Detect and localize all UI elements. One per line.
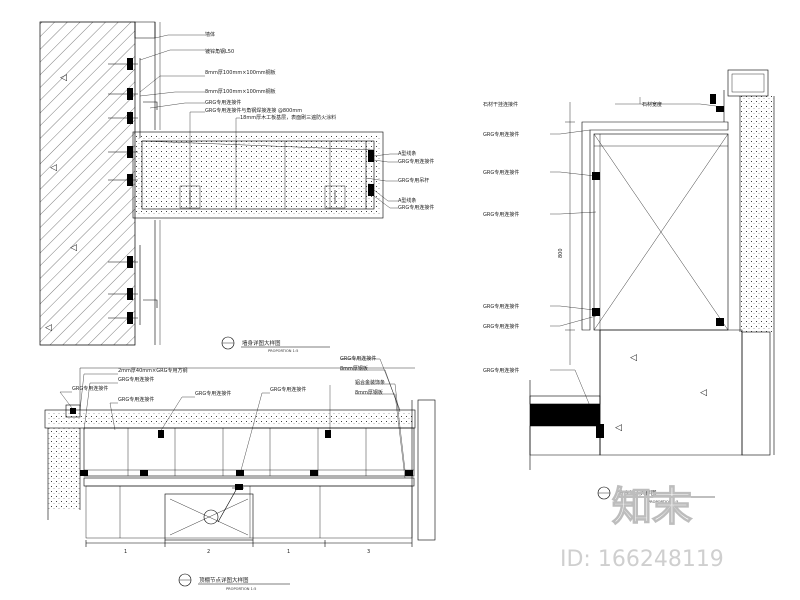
label-a-10: A型线条 bbox=[398, 197, 416, 204]
label-a-9: GRG专用吊杆 bbox=[398, 177, 429, 184]
dim-b-3: 3 bbox=[367, 549, 370, 555]
detail-b-drawing bbox=[44, 367, 436, 587]
detail-b-annotations: 2mm厚40mm×GRG专用方钢 GRG专用连接件 GRG专用连接件 GRG专用… bbox=[72, 355, 385, 591]
svg-text:◁: ◁ bbox=[615, 423, 622, 433]
detail-b-hangers bbox=[80, 430, 413, 476]
dim-b-0: 1 bbox=[124, 549, 127, 555]
detail-b-scale: PROPORTION 1:5 bbox=[226, 587, 256, 591]
dim-c-side: 800 bbox=[558, 248, 564, 258]
watermark-id: ID: 166248119 bbox=[560, 547, 724, 572]
svg-text:◁: ◁ bbox=[45, 323, 52, 333]
label-c-2: GRG专用连接件 bbox=[483, 169, 519, 176]
label-c-5: GRG专用连接件 bbox=[483, 323, 519, 330]
label-c-3: GRG专用连接件 bbox=[483, 211, 519, 218]
detail-a-title bbox=[221, 336, 330, 350]
detail-c-title bbox=[597, 486, 715, 500]
detail-b-dimension-line bbox=[85, 540, 413, 547]
watermark-brand: 知末 bbox=[612, 484, 692, 530]
label-b-4: GRG专用连接件 bbox=[270, 386, 306, 393]
label-b-2: GRG专用连接件 bbox=[72, 385, 108, 392]
annotation-leaders bbox=[59, 34, 717, 479]
label-a-11: GRG专用连接件 bbox=[398, 204, 434, 211]
label-a-2: 8mm厚100mm×100mm钢板 bbox=[205, 69, 276, 76]
label-a-1: 镀锌角钢L50 bbox=[205, 48, 234, 55]
detail-b-title bbox=[178, 573, 290, 587]
label-c-4: GRG专用连接件 bbox=[483, 303, 519, 310]
detail-c-title-text: 墙身节点大样图 bbox=[618, 489, 657, 497]
label-c-1: GRG专用连接件 bbox=[483, 131, 519, 138]
dim-c-top: 石材宽度 bbox=[642, 101, 662, 108]
label-a-4: GRG专用连接件 bbox=[205, 99, 241, 106]
label-b-6: GRG专用连接件 bbox=[340, 355, 376, 362]
dim-b-1: 2 bbox=[207, 549, 210, 555]
label-b-3: GRG专用连接件 bbox=[195, 390, 231, 397]
detail-c-scale: PROPORTION 1:5 bbox=[648, 500, 678, 504]
svg-text:◁: ◁ bbox=[700, 388, 707, 398]
label-b-9: 8mm厚钢板 bbox=[355, 389, 383, 396]
label-c-6: GRG专用连接件 bbox=[483, 367, 519, 374]
detail-c-annotations: 石材干挂连接件 GRG专用连接件 GRG专用连接件 GRG专用连接件 GRG专用… bbox=[483, 101, 678, 504]
label-b-7: 8mm厚钢板 bbox=[340, 365, 368, 372]
detail-a-scale: PROPORTION 1:5 bbox=[268, 349, 298, 353]
label-b-1: GRG专用连接件 bbox=[118, 376, 154, 383]
label-a-0: 墙体 bbox=[205, 31, 215, 38]
detail-a-title-text: 墙身详图大样图 bbox=[242, 339, 281, 347]
svg-text:◁: ◁ bbox=[50, 163, 57, 173]
dim-b-2: 1 bbox=[287, 549, 290, 555]
label-b-8: 铝合金装饰条 bbox=[355, 379, 385, 386]
label-a-6: 18mm厚木工板基层，表面刷三遍防火涂料 bbox=[240, 114, 336, 121]
svg-text:◁: ◁ bbox=[630, 353, 637, 363]
label-b-5: GRG专用连接件 bbox=[118, 396, 154, 403]
label-a-8: GRG专用连接件 bbox=[398, 158, 434, 165]
label-a-3: 8mm厚100mm×100mm钢板 bbox=[205, 88, 276, 95]
detail-c-drawing: ◁ ◁ ◁ bbox=[529, 69, 775, 500]
watermark: 知末 ID: 166248119 bbox=[560, 483, 724, 572]
svg-text:◁: ◁ bbox=[70, 243, 77, 253]
label-a-5: GRG专用连接件与角钢焊接连接 @800mm bbox=[205, 107, 302, 114]
anchor-bolts bbox=[108, 58, 158, 325]
label-c-0: 石材干挂连接件 bbox=[483, 101, 518, 108]
svg-text:◁: ◁ bbox=[60, 73, 67, 83]
label-a-7: A型线条 bbox=[398, 150, 416, 157]
label-b-0: 2mm厚40mm×GRG专用方钢 bbox=[118, 367, 187, 374]
detail-a-drawing: ◁ ◁ ◁ ◁ bbox=[39, 21, 384, 350]
detail-a-annotations: 墙体 镀锌角钢L50 8mm厚100mm×100mm钢板 8mm厚100mm×1… bbox=[205, 31, 434, 353]
detail-b-title-text: 顶棚节点详图大样图 bbox=[199, 576, 249, 584]
